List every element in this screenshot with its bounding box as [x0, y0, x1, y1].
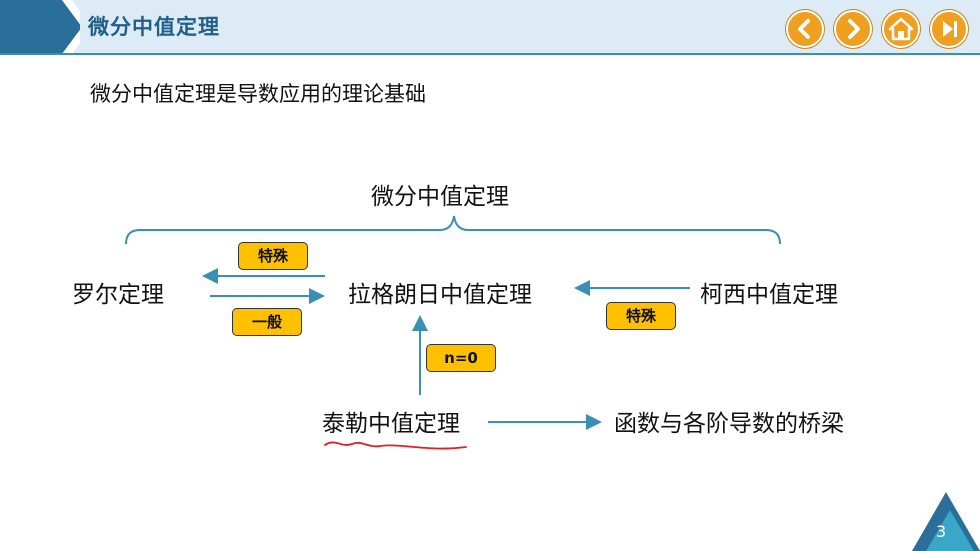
next-icon — [848, 19, 860, 39]
slide-title: 微分中值定理 — [88, 15, 220, 39]
next-button[interactable] — [834, 10, 872, 48]
node-cauchy: 柯西中值定理 — [700, 282, 838, 308]
header-divider — [0, 53, 980, 55]
subtitle-text: 微分中值定理是导数应用的理论基础 — [90, 82, 426, 106]
node-taylor: 泰勒中值定理 — [322, 411, 460, 437]
label-special-right: 特殊 — [606, 302, 676, 330]
end-button[interactable] — [930, 10, 968, 48]
title-tab-decoration — [0, 0, 80, 54]
node-root: 微分中值定理 — [371, 184, 509, 210]
taylor-underline-mark — [324, 441, 467, 450]
home-button[interactable] — [882, 10, 920, 48]
previous-icon — [798, 19, 810, 39]
root-brace — [125, 215, 781, 245]
corner-triangle-light — [926, 510, 974, 551]
node-bridge: 函数与各阶导数的桥梁 — [614, 411, 844, 437]
end-icon — [943, 21, 957, 37]
home-icon — [888, 17, 914, 41]
label-general: 一般 — [232, 308, 302, 336]
node-lagrange: 拉格朗日中值定理 — [348, 282, 532, 308]
previous-button[interactable] — [786, 10, 824, 48]
label-n-zero: n=0 — [426, 344, 496, 372]
label-special-left: 特殊 — [238, 242, 308, 270]
node-rolle: 罗尔定理 — [72, 282, 164, 308]
page-number: 3 — [936, 522, 947, 541]
